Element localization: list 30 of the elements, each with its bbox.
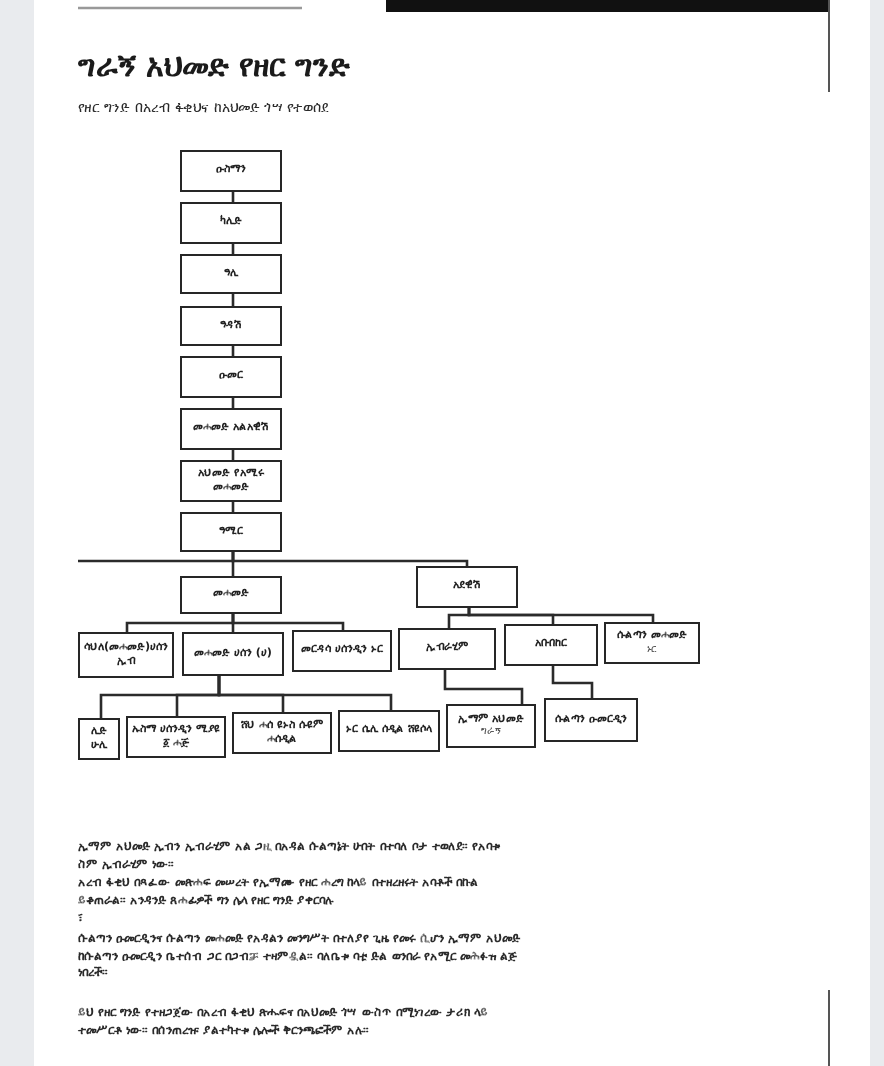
name-box <box>180 460 282 502</box>
name-box <box>78 718 120 760</box>
name-box <box>180 576 282 614</box>
connector-line <box>443 670 524 704</box>
name-box <box>180 150 282 192</box>
name-box <box>180 202 282 244</box>
name-box <box>180 512 282 552</box>
name-box <box>180 306 282 346</box>
name-box <box>398 628 496 670</box>
connector-line <box>231 614 345 630</box>
name-box <box>544 698 638 742</box>
name-box <box>292 630 392 672</box>
name-box <box>232 712 332 754</box>
connector-line <box>78 552 235 563</box>
name-box <box>504 624 598 666</box>
connector-line <box>467 608 655 622</box>
name-box <box>180 356 282 398</box>
name-box <box>604 622 700 664</box>
name-box <box>182 632 284 676</box>
name-box <box>78 632 174 678</box>
name-box <box>416 566 518 608</box>
connector-line <box>447 608 471 628</box>
name-box <box>126 716 226 758</box>
name-box <box>180 408 282 450</box>
name-box <box>180 254 282 294</box>
title: ግራኝ አህመድ የዘር ግንድ <box>78 48 350 84</box>
name-box <box>338 710 440 752</box>
connector-line <box>217 676 393 710</box>
connector-line <box>551 666 594 698</box>
name-box <box>446 704 536 748</box>
